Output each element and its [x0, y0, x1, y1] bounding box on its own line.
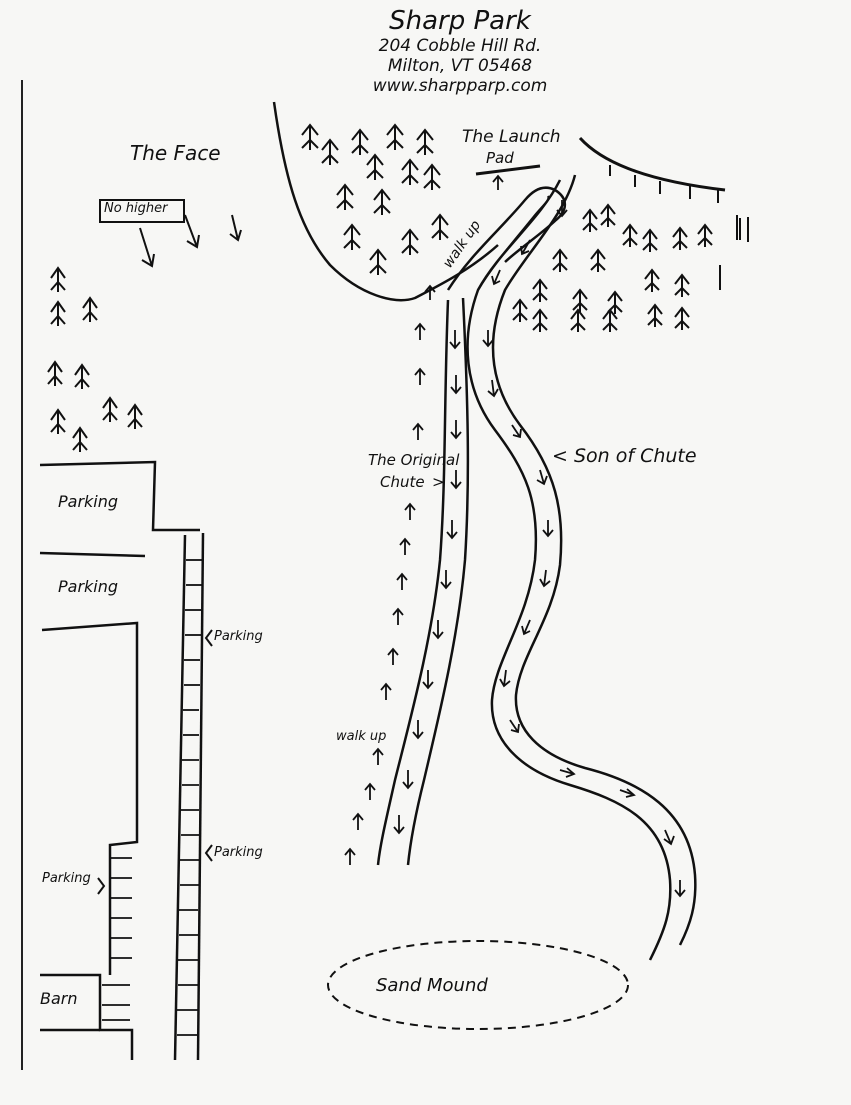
fence-ticks	[736, 215, 749, 242]
park-city: Milton, VT 05468	[387, 56, 533, 76]
original-chute-left-edge	[376, 299, 450, 866]
launch-pad-platform	[475, 164, 541, 176]
walkup-arrows	[344, 174, 504, 865]
fence-line	[578, 136, 726, 192]
barn-label: Barn	[40, 989, 78, 1008]
original-chute-pointer: >	[432, 473, 445, 491]
launch-pad-label-line1: The Launch	[462, 127, 561, 147]
no-higher-arrows	[139, 214, 242, 268]
trees-right-forest	[512, 203, 741, 332]
park-address: 204 Cobble Hill Rd.	[378, 36, 542, 56]
no-higher-box	[99, 199, 185, 223]
driveway	[173, 532, 205, 1061]
no-higher-label: No higher	[104, 201, 168, 216]
son-of-chute-right-edge	[491, 174, 697, 946]
parking-lot-outlines	[39, 460, 200, 1060]
driveway-parking-ticks	[177, 559, 202, 1036]
forest-boundary	[272, 101, 499, 302]
parking-pointer-arrows	[97, 629, 213, 895]
son-of-chute-arrows	[482, 200, 686, 898]
walk-up-bottom-label: walk up	[336, 729, 387, 744]
launch-pad-label-line2: Pad	[486, 149, 514, 167]
original-chute-label-line1: The Original	[368, 451, 460, 469]
trees-top-forest	[301, 123, 449, 275]
left-lot-parking-ticks	[102, 857, 132, 1021]
parking-label-2: Parking	[58, 577, 119, 596]
park-website: www.sharpparp.com	[372, 76, 548, 96]
parking-label-right-bottom: Parking	[214, 845, 263, 860]
original-chute-arrows	[393, 330, 462, 835]
the-face-label: The Face	[130, 141, 221, 165]
son-of-chute-left-edge	[466, 179, 672, 961]
fence-posts	[609, 165, 719, 203]
original-chute-label-line2: Chute	[380, 473, 425, 491]
sand-mound-label: Sand Mound	[376, 975, 488, 996]
trees-left-face	[47, 266, 143, 452]
parking-label-1: Parking	[58, 492, 119, 511]
parking-label-right-top: Parking	[214, 629, 263, 644]
son-of-chute-label: < Son of Chute	[552, 445, 697, 467]
park-title: Sharp Park	[389, 6, 531, 36]
parking-label-left: Parking	[42, 871, 91, 886]
sand-mound-outline	[327, 940, 629, 1030]
original-chute-right-edge	[406, 297, 470, 866]
map-header: Sharp Park 204 Cobble Hill Rd. Milton, V…	[330, 6, 590, 96]
